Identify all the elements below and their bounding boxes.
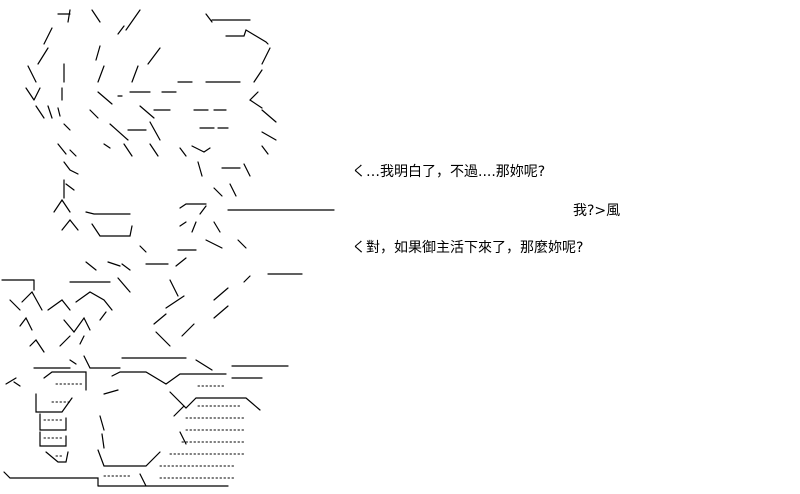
dialogue-line-2: 我?>風 <box>573 203 621 219</box>
dialogue-line-3: く對，如果御主活下來了，那麼妳呢? <box>352 240 584 256</box>
dialogue-line-1: く…我明白了，不過....那妳呢? <box>352 164 546 180</box>
